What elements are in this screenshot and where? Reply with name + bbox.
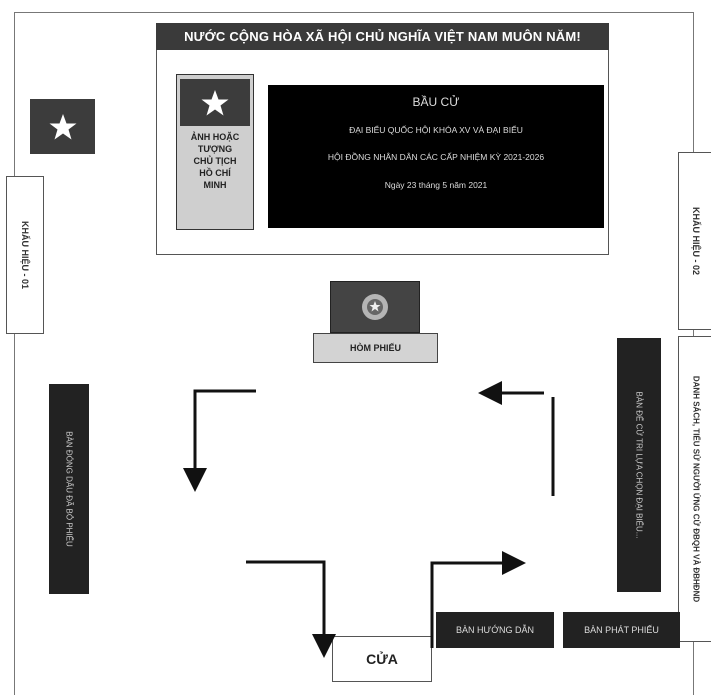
election-title: BẦU CỬ (412, 95, 460, 109)
portrait-line: CHỦ TỊCH (193, 156, 237, 166)
distribute-desk: BÀN PHÁT PHIẾU (563, 612, 680, 648)
ballot-box (330, 281, 420, 333)
distribute-desk-label: BÀN PHÁT PHIẾU (584, 625, 659, 635)
portrait-caption: ẢNH HOẶC TƯỢNG CHỦ TỊCH HỒ CHÍ MINH (178, 131, 252, 191)
portrait-line: ẢNH HOẶC (190, 132, 240, 142)
emblem-icon (362, 294, 388, 320)
ballot-box-label: HÒM PHIẾU (313, 333, 438, 363)
left-flag (30, 99, 95, 154)
portrait-line: TƯỢNG (197, 144, 233, 154)
slogan-right: KHẨU HIỆU - 02 (678, 152, 711, 330)
candidates-board: DANH SÁCH, TIỂU SỬ NGƯỜI ỨNG CỬ ĐBQH VÀ … (678, 336, 711, 642)
arrow-icon (183, 389, 256, 492)
arrow-icon (246, 560, 336, 658)
stamp-table: BÀN ĐÓNG DẤU ĐÃ BỎ PHIẾU (49, 384, 89, 594)
election-date: Ngày 23 tháng 5 năm 2021 (384, 180, 488, 190)
slogan-left: KHẨU HIỆU - 01 (6, 176, 44, 334)
portrait-flag (180, 79, 250, 126)
door: CỬA (332, 636, 432, 682)
election-line-1: ĐẠI BIỂU QUỐC HỘI KHÓA XV VÀ ĐẠI BIỂU (349, 125, 523, 135)
election-line-2: HỘI ĐỒNG NHÂN DÂN CÁC CẤP NHIỆM KỲ 2021-… (327, 152, 545, 162)
star-icon (201, 89, 229, 115)
guide-desk: BÀN HƯỚNG DẪN (436, 612, 554, 648)
voting-table: BÀN ĐỂ CỬ TRI LỰA CHỌN ĐẠI BIỂU... (617, 338, 661, 592)
guide-desk-label: BÀN HƯỚNG DẪN (456, 625, 534, 635)
arrow-icon (430, 551, 526, 648)
portrait-line: MINH (203, 180, 227, 190)
portrait-line: HỒ CHÍ (199, 168, 231, 178)
star-icon (49, 113, 76, 139)
banner-title: NƯỚC CỘNG HÒA XÃ HỘI CHỦ NGHĨA VIỆT NAM … (156, 23, 609, 50)
election-panel: BẦU CỬ ĐẠI BIỂU QUỐC HỘI KHÓA XV VÀ ĐẠI … (268, 85, 604, 228)
